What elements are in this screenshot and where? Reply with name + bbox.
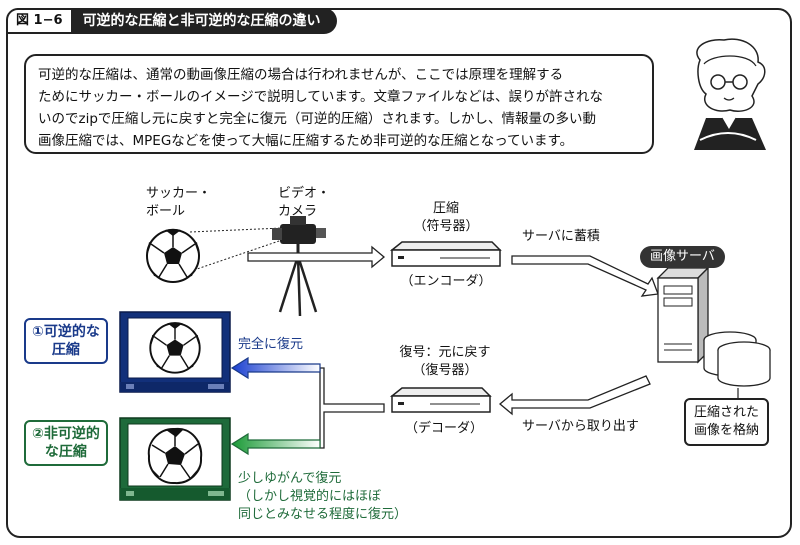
figure-number: 図 1−6: [6, 8, 73, 34]
lossy-callout: ②非可逆的 な圧縮: [24, 420, 108, 466]
lossless-arrow: [230, 356, 321, 380]
encoder-label: 圧縮 （符号器）: [406, 200, 486, 236]
soccer-ball-icon: [146, 227, 200, 283]
figure-title-bar: 図 1−6 可逆的な圧縮と非可逆的な圧縮の違い: [6, 8, 337, 34]
lossy-callout-line1: ②非可逆的: [32, 426, 100, 442]
lossless-callout-line2: 圧縮: [51, 342, 80, 358]
decoder-label-line1: 復号：元に戻す: [399, 345, 491, 360]
figure-frame: [6, 8, 792, 538]
explanation-line: いのでzipで圧縮し元に戻すと完全に復元（可逆的圧縮）されます。しかし、情報量の…: [38, 111, 597, 127]
lossy-restore-line1: 少しゆがんで復元: [238, 471, 342, 486]
explanation-line: 可逆的な圧縮は、通常の動画像圧縮の場合は行われませんが、ここでは原理を理解する: [38, 67, 564, 83]
database-disk-icon: [703, 331, 771, 387]
decoder-split-connector: [319, 367, 385, 449]
decoder-label-line2: （復号器）: [412, 363, 478, 378]
explanation-bubble: 可逆的な圧縮は、通常の動画像圧縮の場合は行われませんが、ここでは原理を理解する …: [24, 54, 654, 154]
lossy-restore-line3: 同じとみなせる程度に復元）: [238, 507, 408, 522]
figure-title: 可逆的な圧縮と非可逆的な圧縮の違い: [72, 8, 337, 34]
video-camera-label: ビデオ・ カメラ: [278, 185, 330, 221]
compressed-images-line2: 画像を格納: [694, 423, 760, 438]
encoder-label-line2: （符号器）: [413, 219, 479, 234]
encoder-sub-label: （エンコーダ）: [400, 274, 492, 289]
lossless-callout-line1: ①可逆的な: [32, 324, 100, 340]
video-camera-icon: [272, 216, 326, 317]
server-to-decoder-arrow: [498, 375, 651, 416]
video-camera-label-line1: ビデオ・: [278, 186, 331, 201]
encoder-to-server-arrow: [511, 255, 659, 297]
image-server-badge: 画像サーバ: [640, 246, 725, 268]
decoder-device-icon: [389, 387, 492, 413]
store-arrow-label: サーバに蓄積: [522, 229, 600, 244]
tv-lossless-icon: [119, 311, 231, 393]
tv-lossy-icon: [119, 417, 231, 501]
compressed-images-line1: 圧縮された: [694, 405, 760, 420]
explanation-line: 画像圧縮では、MPEGなどを使って大幅に圧縮するため非可逆的な圧縮となっています…: [38, 133, 574, 149]
soccer-ball-label-line1: サッカー・: [146, 186, 212, 201]
lossless-callout: ①可逆的な 圧縮: [24, 318, 108, 364]
full-restore-label: 完全に復元: [238, 337, 304, 352]
decoder-sub-label: （デコーダ）: [404, 421, 483, 436]
lossy-restore-line2: （しかし視覚的にはほぼ: [238, 489, 382, 504]
encoder-device-icon: [389, 241, 502, 267]
compressed-images-box: 圧縮された 画像を格納: [684, 398, 770, 446]
presenter-illustration: [694, 38, 766, 150]
soccer-ball-label-line2: ボール: [146, 204, 186, 219]
decoder-label: 復号：元に戻す （復号器）: [390, 344, 500, 380]
explanation-line: ためにサッカー・ボールのイメージで説明しています。文章ファイルなどは、誤りが許さ…: [38, 89, 603, 105]
soccer-ball-label: サッカー・ ボール: [146, 185, 211, 221]
lossy-restore-label: 少しゆがんで復元 （しかし視覚的にはほぼ 同じとみなせる程度に復元）: [238, 470, 407, 524]
retrieve-arrow-label: サーバから取り出す: [522, 419, 639, 434]
camera-to-encoder-arrow: [247, 245, 386, 269]
server-tower-icon: [656, 266, 710, 364]
lossy-callout-line2: な圧縮: [44, 444, 87, 460]
lossy-arrow: [230, 432, 321, 456]
encoder-label-line1: 圧縮: [432, 201, 459, 216]
video-camera-label-line2: カメラ: [278, 204, 318, 219]
